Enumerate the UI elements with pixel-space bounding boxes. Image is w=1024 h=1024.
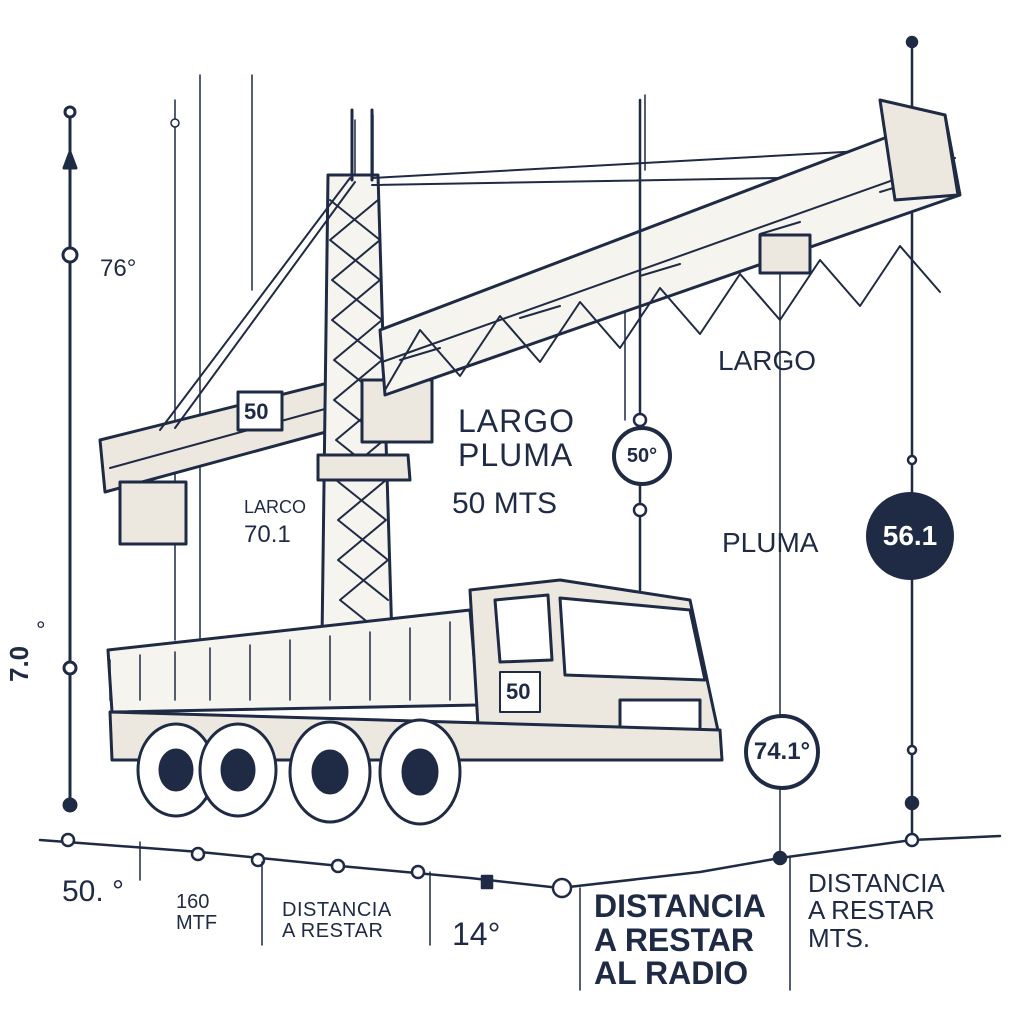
left-axis xyxy=(61,105,79,813)
hook xyxy=(632,98,648,592)
bottom-label-6: DISTANCIA A RESTAR MTS. xyxy=(808,868,945,953)
bottom-label-1: 50. ° xyxy=(62,875,125,908)
bottom-label-4: 14° xyxy=(452,916,501,952)
truck-plate-label: 50 xyxy=(506,679,531,704)
hook-angle-badge: 50° xyxy=(612,426,672,486)
center-length-label: 50 MTS xyxy=(452,487,558,520)
angle-label-top-left: 76° xyxy=(100,255,137,282)
main-boom xyxy=(378,98,962,397)
right-largo-label: LARGO xyxy=(718,345,817,376)
left-largo-label: LARCO xyxy=(244,497,307,517)
left-axis-value-label: 7.0 xyxy=(4,645,34,682)
right-pluma-label: PLUMA xyxy=(722,527,819,558)
stay-cables xyxy=(159,149,881,431)
bottom-label-5: DISTANCIA A RESTAR AL RADIO xyxy=(594,888,766,992)
bottom-label-2: 160 MTF xyxy=(176,891,218,934)
left-value-label: 70.1 xyxy=(244,521,291,548)
right-angle-badge: 74.1° xyxy=(744,714,820,790)
tower-mast xyxy=(316,108,434,642)
boom-plate-label: 50 xyxy=(244,399,269,424)
bottom-baseline xyxy=(38,832,1002,991)
left-axis-degree-label: ° xyxy=(36,617,46,644)
right-value-badge: 56.1 xyxy=(866,492,954,580)
truck-wheels xyxy=(136,718,462,826)
bottom-label-3: DISTANCIA A RESTAR xyxy=(282,899,392,942)
center-largo-pluma-label: LARGO PLUMA xyxy=(458,403,576,473)
